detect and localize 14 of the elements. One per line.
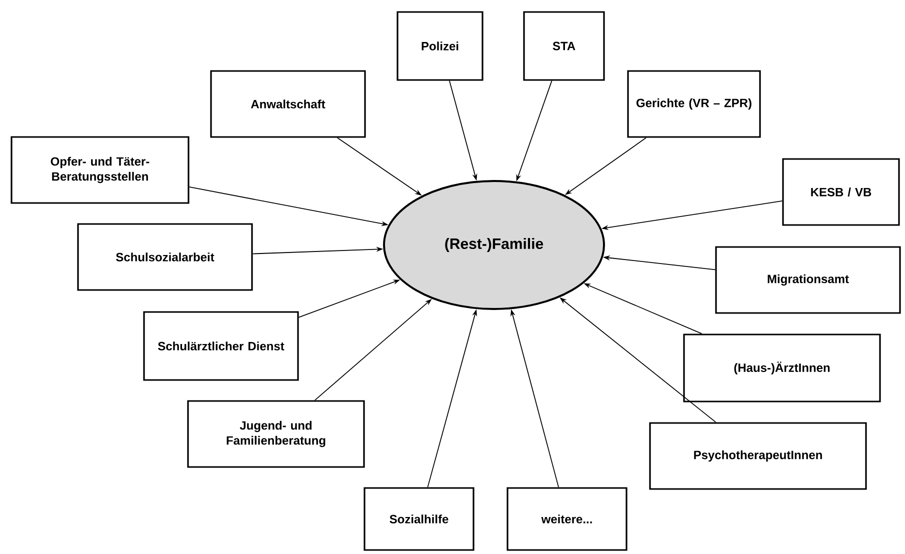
- box: Gerichte (VR – ZPR): [627, 70, 761, 138]
- box: Opfer- und Täter-Beratungsstellen: [10, 136, 190, 204]
- box: Polizei: [396, 11, 484, 81]
- box: (Haus-)ÄrztInnen: [683, 334, 881, 402]
- box: Sozialhilfe: [364, 487, 474, 551]
- box: Anwaltschaft: [210, 70, 366, 138]
- box: Migrationsamt: [715, 246, 901, 314]
- box: PsychotherapeutInnen: [649, 422, 867, 490]
- box: Schulärztlicher Dienst: [143, 311, 299, 381]
- box: KESB / VB: [782, 158, 900, 226]
- box: weitere...: [506, 487, 628, 551]
- box: STA: [523, 11, 605, 81]
- box: Schulsozialarbeit: [77, 223, 253, 291]
- box: Jugend- und Familienberatung: [187, 400, 365, 468]
